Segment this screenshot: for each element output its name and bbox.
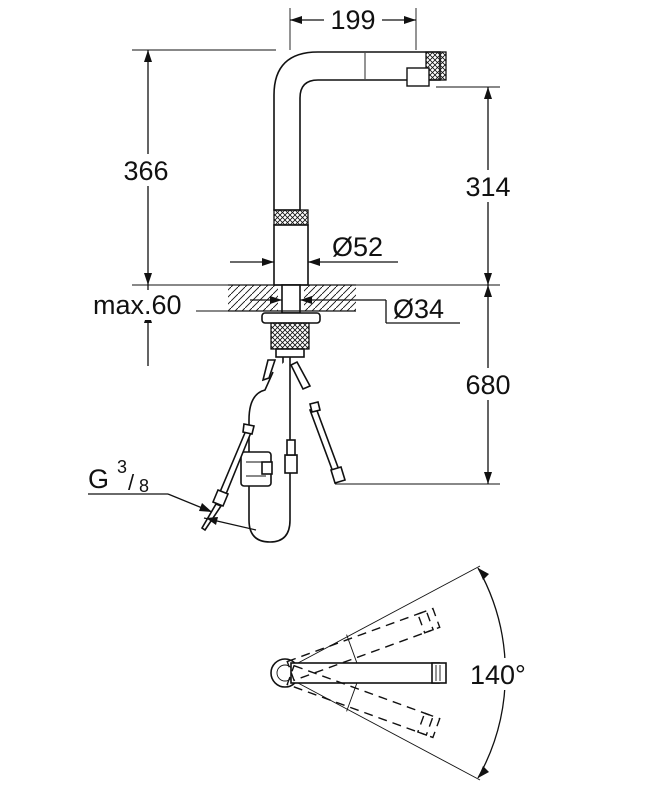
supply-hoses	[200, 357, 347, 543]
connection-g-label: G	[88, 464, 109, 494]
dimension-body-diameter: Ø52	[230, 232, 398, 266]
dimension-connection-thread: G 3 / 8	[88, 457, 257, 531]
dimension-hole-diameter: Ø34	[250, 294, 460, 324]
body-knurl-collar	[273, 209, 309, 226]
spout-height-label: 314	[465, 172, 510, 202]
connection-fraction-den: 8	[139, 476, 149, 496]
spray-head-knurl	[425, 51, 447, 81]
dimension-hose-length: 680	[456, 285, 520, 484]
body-diameter-label: Ø52	[332, 232, 383, 262]
faucet-side-view	[261, 51, 447, 358]
dimension-swivel-angle: 140°	[464, 567, 548, 779]
dimension-total-height: 366	[114, 50, 178, 285]
spray-outlet	[406, 67, 430, 87]
dimension-deck-thickness: max.60	[90, 285, 196, 366]
faucet-base-body	[273, 224, 309, 286]
connection-fraction-num: 3	[117, 457, 127, 477]
threaded-connector	[270, 322, 310, 350]
deck-thickness-label: max.60	[93, 290, 182, 320]
swivel-angle-label: 140°	[470, 660, 526, 690]
dimension-spout-height: 314	[456, 87, 520, 285]
total-height-label: 366	[123, 156, 168, 186]
hose-length-label: 680	[465, 370, 510, 400]
countertop-section	[228, 284, 356, 312]
spout-reach-label: 199	[330, 5, 375, 35]
hole-diameter-label: Ø34	[393, 294, 444, 324]
svg-text:/: /	[128, 470, 135, 495]
faucet-top-view	[270, 565, 481, 781]
mounting-nut	[261, 312, 321, 324]
dimension-spout-reach: 199	[290, 5, 416, 35]
